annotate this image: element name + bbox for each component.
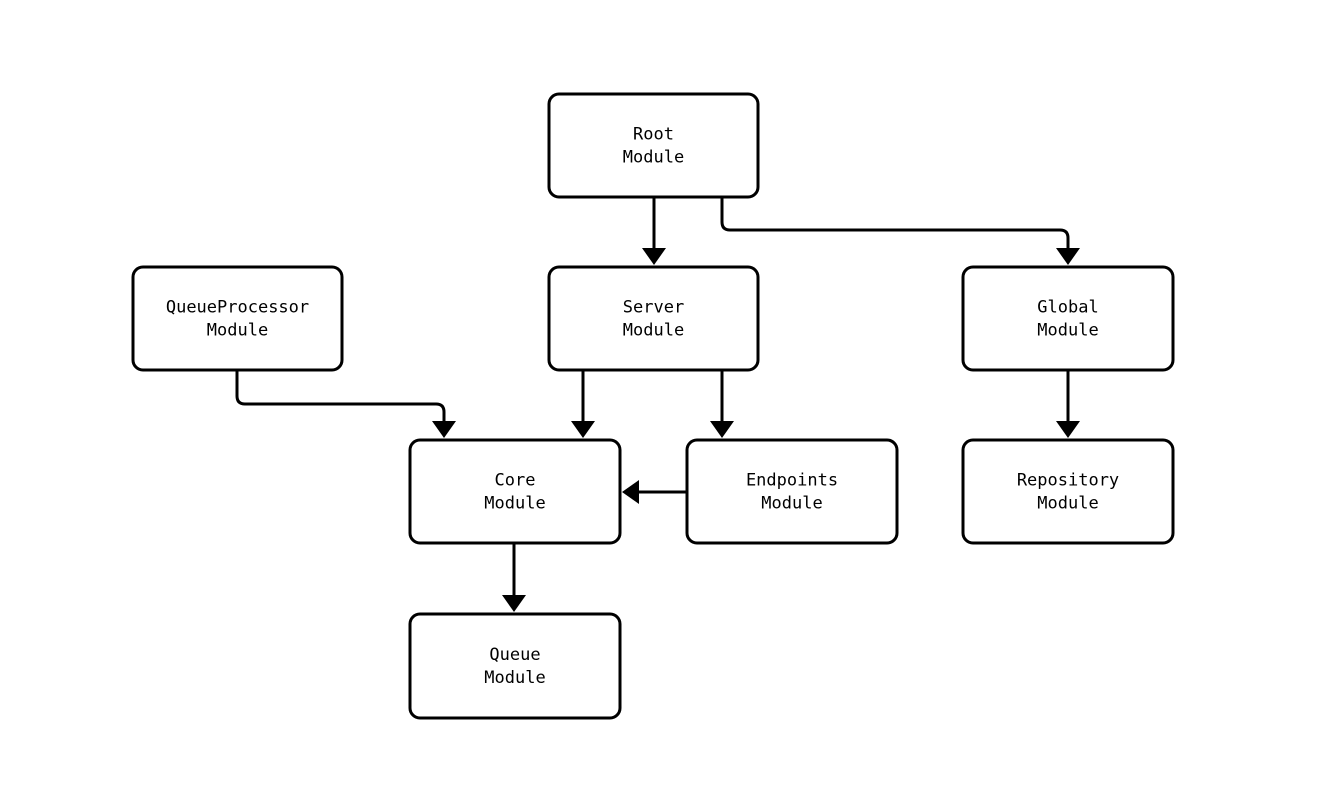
arrowhead-icon — [1056, 421, 1080, 438]
node-label-line1: Queue — [489, 645, 540, 665]
node-label-line1: Root — [633, 125, 674, 145]
node-shape[interactable] — [685, 438, 899, 545]
edge-global-to-repository — [1056, 370, 1080, 438]
arrowhead-icon — [1056, 248, 1080, 265]
node-label-line2: Module — [761, 494, 822, 514]
node-label-line1: Endpoints — [746, 471, 838, 491]
node-label-line2: Module — [207, 321, 268, 341]
arrowhead-icon — [710, 421, 734, 438]
node-label-line1: Global — [1037, 298, 1098, 318]
node-shape[interactable] — [547, 92, 760, 199]
node-shape[interactable] — [961, 438, 1175, 545]
node-label-line1: Server — [623, 298, 684, 318]
edge-root-to-global — [720, 197, 1080, 265]
node-shape[interactable] — [131, 265, 344, 372]
node-shape[interactable] — [408, 612, 622, 720]
nodes-layer: RootModuleQueueProcessorModuleServerModu… — [131, 92, 1175, 720]
node-label-line1: Repository — [1017, 471, 1119, 491]
edge-endpoints-to-core — [622, 480, 687, 504]
node-label-line1: QueueProcessor — [166, 298, 309, 318]
edge-line — [235, 370, 446, 422]
arrowhead-icon — [642, 248, 666, 265]
node-label-line2: Module — [484, 494, 545, 514]
arrowhead-icon — [432, 421, 456, 438]
edge-line — [720, 197, 1070, 249]
node-label-line1: Core — [495, 471, 536, 491]
edge-root-to-server — [642, 197, 666, 265]
node-label-line2: Module — [1037, 494, 1098, 514]
edge-queueprocessor-to-core — [235, 370, 456, 438]
arrowhead-icon — [622, 480, 639, 504]
node-label-line2: Module — [484, 668, 545, 688]
node-shape[interactable] — [408, 438, 622, 545]
edge-server-to-endpoints — [710, 370, 734, 438]
edge-core-to-queue — [502, 543, 526, 612]
node-label-line2: Module — [1037, 321, 1098, 341]
arrowhead-icon — [571, 421, 595, 438]
node-shape[interactable] — [961, 265, 1175, 372]
node-label-line2: Module — [623, 321, 684, 341]
node-shape[interactable] — [547, 265, 760, 372]
node-label-line2: Module — [623, 148, 684, 168]
arrowhead-icon — [502, 595, 526, 612]
edges-layer — [235, 197, 1080, 612]
edge-server-to-core — [571, 370, 595, 438]
